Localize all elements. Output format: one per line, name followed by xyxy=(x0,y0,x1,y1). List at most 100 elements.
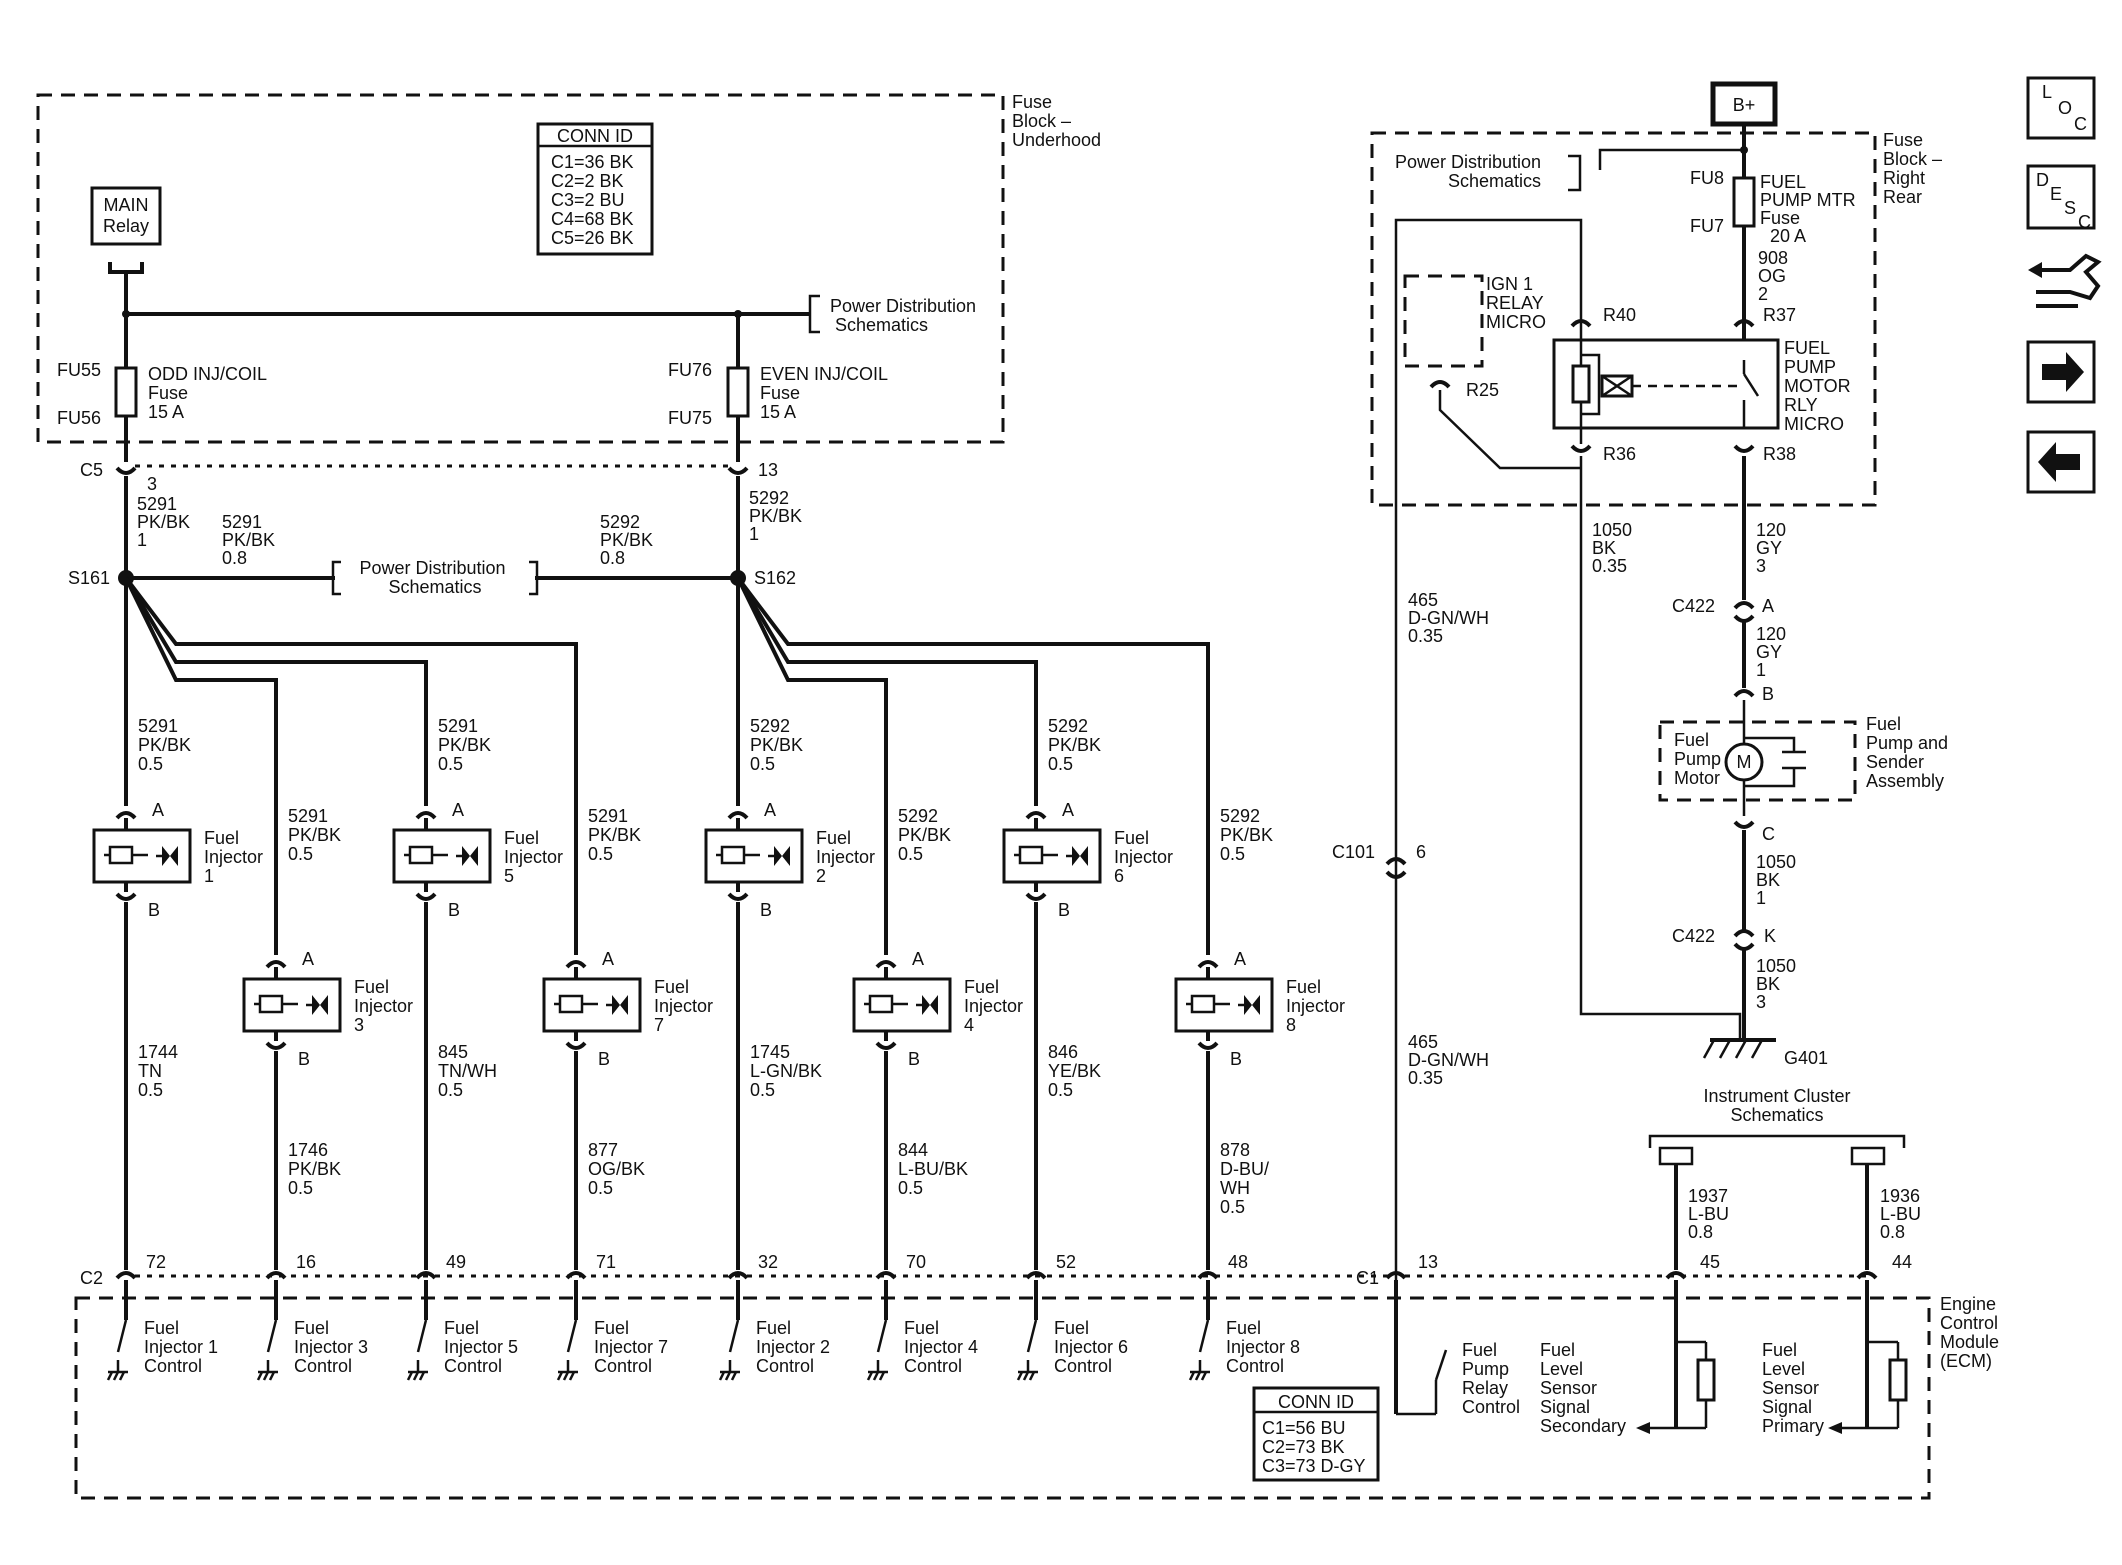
arrow-left-icon xyxy=(2038,442,2080,482)
pin-b-terminal xyxy=(1197,1041,1219,1050)
svg-text:Fuel Level Sensor: Fuel Level Sensor Signal Primary xyxy=(1762,1340,1824,1436)
svg-text:FUEL PUMP MOTOR: FUEL PUMP MOTOR RLY MICRO xyxy=(1784,338,1856,434)
svg-text:EVEN INJ/COIL Fuse: EVEN INJ/COIL Fuse 15 A xyxy=(760,364,892,422)
svg-text:Relay: Relay xyxy=(103,216,149,236)
nozzle-icon xyxy=(312,995,320,1015)
svg-text:A: A xyxy=(302,949,314,969)
svg-text:C2: C2 xyxy=(80,1268,103,1288)
fuse-block-underhood-frame xyxy=(36,93,1005,444)
connector-c422-k: C422 K 1050 BK 3 xyxy=(1672,926,1796,1040)
svg-text:Fuel Level Sensor: Fuel Level Sensor Signal Secondary xyxy=(1540,1340,1626,1436)
svg-text:C5: C5 xyxy=(80,460,103,480)
svg-text:1050 BK 0.35: 1050 BK 0.35 xyxy=(1592,520,1637,576)
bus-underhood xyxy=(122,272,820,370)
c2-pin-number: 16 xyxy=(296,1252,316,1272)
nozzle-icon xyxy=(1072,846,1080,866)
ign1-relay-micro: IGN 1 RELAY MICRO R25 xyxy=(1403,274,1580,470)
svg-text:CONN ID: CONN ID xyxy=(1278,1392,1354,1412)
pin-b-terminal xyxy=(1025,892,1047,901)
desc-button[interactable]: D E S C xyxy=(2026,164,2096,232)
loc-button[interactable]: L O C xyxy=(2026,76,2096,140)
svg-text:B: B xyxy=(760,900,772,920)
pd-ref-rear[interactable]: Power Distribution Schematics xyxy=(1395,152,1546,191)
pin-a-terminal xyxy=(115,811,137,820)
svg-text:Fuel Pump and Send: Fuel Pump and Sender Assembly xyxy=(1866,714,1953,791)
connector-c2: C2 xyxy=(80,1268,1395,1288)
svg-text:G401: G401 xyxy=(1784,1048,1828,1068)
wire-fanout-left xyxy=(124,576,578,955)
svg-text:MAIN: MAIN xyxy=(104,195,149,215)
wire-feed-left: 5291 PK/BK 1 xyxy=(124,476,190,578)
svg-text:C422: C422 xyxy=(1672,596,1715,616)
pd-ref-underhood[interactable]: Power Distribution Schematics xyxy=(830,296,981,335)
connector-c5: C5 3 13 xyxy=(80,416,778,494)
pin-b-terminal xyxy=(265,1041,287,1050)
c2-pin-number: 72 xyxy=(146,1252,166,1272)
svg-text:A: A xyxy=(602,949,614,969)
svg-text:CONN ID: CONN ID xyxy=(557,126,633,146)
c2-terminal xyxy=(727,1271,749,1280)
svg-text:FU56: FU56 xyxy=(57,408,101,428)
svg-text:D: D xyxy=(2036,170,2049,190)
svg-text:O: O xyxy=(2058,98,2072,118)
svg-text:A: A xyxy=(912,949,924,969)
fuel-pump-assembly: B M Fuel Pump Motor Fuel Pump and Sender… xyxy=(1658,684,1953,930)
c2-terminal xyxy=(415,1271,437,1280)
battery-b-plus: B+ xyxy=(1568,81,1778,192)
svg-text:K: K xyxy=(1764,926,1776,946)
fuse-fuel-pump-mtr: FU8 FU7 FUEL PUMP MTR Fuse 20 A 908 OG 2 xyxy=(1690,168,1856,310)
connector-view-icon[interactable] xyxy=(2028,253,2102,308)
pd-ref-splice[interactable]: Power Distribution Schematics xyxy=(359,558,510,597)
c2-pin-number: 32 xyxy=(758,1252,778,1272)
arrow-right-icon xyxy=(2042,352,2084,392)
svg-text:465 D-GN/WH 0.35: 465 D-GN/WH 0.35 xyxy=(1408,1032,1494,1088)
next-page-button[interactable] xyxy=(2026,340,2096,404)
svg-text:FU55: FU55 xyxy=(57,360,101,380)
svg-text:B+: B+ xyxy=(1733,95,1756,115)
wire-120-gy: 120 GY 3 xyxy=(1742,456,1786,600)
svg-text:Schematics: Schematics xyxy=(1730,1105,1823,1125)
previous-page-button[interactable] xyxy=(2026,430,2096,494)
svg-text:Fuel Pump Relay: Fuel Pump Relay Control xyxy=(1462,1340,1520,1417)
pin-a-terminal xyxy=(415,811,437,820)
fuel-pump-motor-relay: FUEL PUMP MOTOR RLY MICRO R40 R37 R36 R3… xyxy=(1394,218,1856,1280)
ecm-fuel-pump-relay-control: Fuel Pump Relay Control xyxy=(1394,1280,1520,1417)
svg-text:120 GY 1: 120 GY 1 xyxy=(1756,624,1791,680)
svg-text:Fuel Pump Motor: Fuel Pump Motor xyxy=(1674,730,1726,788)
svg-text:A: A xyxy=(1062,800,1074,820)
svg-text:S161: S161 xyxy=(68,568,110,588)
pin-a-terminal xyxy=(265,960,287,969)
fuse-even-inj-coil: FU76 FU75 EVEN INJ/COIL Fuse 15 A xyxy=(668,314,892,428)
svg-text:6: 6 xyxy=(1416,842,1426,862)
ecm-fuel-level-secondary: Fuel Level Sensor Signal Secondary xyxy=(1540,1280,1716,1436)
svg-text:44: 44 xyxy=(1892,1252,1912,1272)
svg-text:B: B xyxy=(1230,1049,1242,1069)
svg-text:B: B xyxy=(448,900,460,920)
instrument-cluster-ref[interactable]: Instrument Cluster Schematics xyxy=(1648,1086,1906,1166)
connector-c422-a: C422 A 120 GY 1 xyxy=(1672,596,1791,688)
svg-text:R40: R40 xyxy=(1603,305,1636,325)
svg-text:S: S xyxy=(2064,198,2076,218)
svg-text:B: B xyxy=(598,1049,610,1069)
nozzle-icon xyxy=(612,995,620,1015)
fuse-odd-inj-coil: FU55 FU56 ODD INJ/COIL Fuse 15 A xyxy=(57,360,267,428)
svg-text:A: A xyxy=(1762,596,1774,616)
c2-pin-number: 70 xyxy=(906,1252,926,1272)
svg-text:R37: R37 xyxy=(1763,305,1796,325)
svg-text:Instrument Cluster: Instrument Cluster xyxy=(1703,1086,1850,1106)
